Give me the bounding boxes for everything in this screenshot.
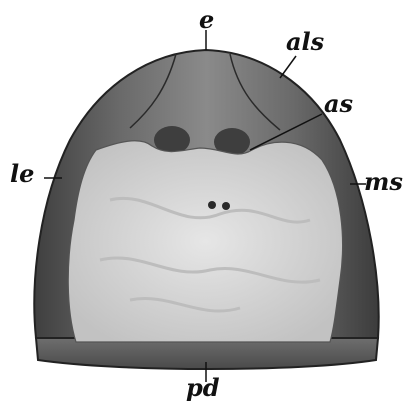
label-le: le [10,162,34,186]
leader-als [280,56,296,78]
right-dot [222,202,230,210]
posterior-band [36,338,378,369]
label-pd: pd [186,376,220,400]
label-as: as [324,92,353,116]
label-ms: ms [364,170,403,194]
left-dot [208,201,216,209]
inner-cavity [68,141,342,342]
label-e: e [199,8,214,32]
label-als: als [286,30,324,54]
